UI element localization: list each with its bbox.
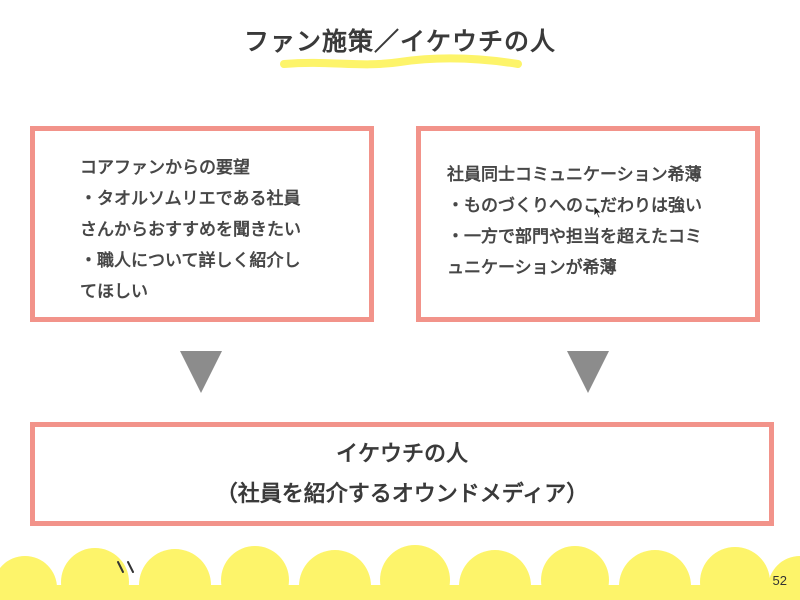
slide-title: ファン施策／イケウチの人	[243, 27, 556, 56]
page-number: 52	[772, 573, 787, 588]
cloud-footer-decoration	[0, 545, 800, 600]
fan-request-item: ・タオルソムリエである社員	[80, 189, 301, 209]
solution-subtitle: （社員を紹介するオウンドメディア）	[215, 482, 589, 507]
fan-request-item: さんからおすすめを聞きたい	[80, 220, 301, 240]
employee-communication-box: 社員同士コミュニケーション希薄 ・ものづくりへのこだわりは強い ・一方で部門や担…	[416, 126, 760, 322]
solution-title: イケウチの人	[335, 442, 468, 467]
solution-box: イケウチの人 （社員を紹介するオウンドメディア）	[30, 422, 774, 526]
fan-request-list: コアファンからの要望 ・タオルソムリエである社員 さんからおすすめを聞きたい ・…	[80, 153, 301, 308]
employee-communication-list: 社員同士コミュニケーション希薄 ・ものづくりへのこだわりは強い ・一方で部門や担…	[447, 160, 702, 284]
employee-communication-item: ・ものづくりへのこだわりは強い	[447, 196, 702, 216]
down-triangle-icon	[180, 351, 222, 393]
fan-request-item: てほしい	[80, 282, 148, 302]
mouse-pointer-icon	[593, 205, 603, 219]
fan-request-heading: コアファンからの要望	[80, 158, 250, 178]
down-triangle-icon	[567, 351, 609, 393]
employee-communication-item: ュニケーションが希薄	[447, 258, 617, 278]
title-highlight-stroke	[280, 54, 522, 69]
fan-request-box: コアファンからの要望 ・タオルソムリエである社員 さんからおすすめを聞きたい ・…	[30, 126, 374, 322]
employee-communication-heading: 社員同士コミュニケーション希薄	[447, 165, 702, 185]
employee-communication-item: ・一方で部門や担当を超えたコミ	[447, 227, 702, 247]
solution-text: イケウチの人 （社員を紹介するオウンドメディア）	[35, 435, 769, 515]
fan-request-item: ・職人について詳しく紹介し	[80, 251, 301, 271]
